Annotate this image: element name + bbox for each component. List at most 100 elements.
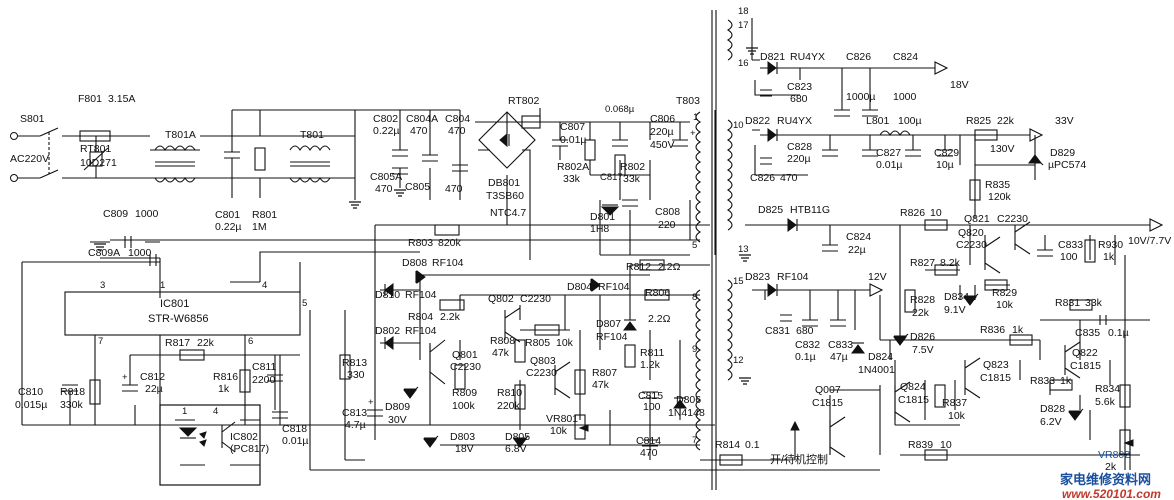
ic801-pin5: 5 — [302, 298, 307, 309]
label-r809-value: 100k — [452, 400, 476, 412]
label-d806-value: 1N4148 — [668, 407, 705, 419]
label-c809a-value: 1000 — [128, 247, 152, 259]
label-d824: D824 — [868, 351, 893, 363]
label-c833b: C833 — [828, 339, 853, 351]
label-c817: C817 — [600, 172, 623, 183]
symbols: + + — [10, 10, 1164, 490]
t803-pin1: 1 — [693, 112, 698, 123]
label-r839: R839 — [908, 439, 933, 451]
t803-pin8: 8 — [692, 292, 697, 303]
svg-text:+: + — [690, 128, 696, 139]
label-r835: R835 — [985, 179, 1010, 191]
label-q801: Q801 — [452, 349, 478, 361]
t803-pin7: 7 — [692, 435, 697, 446]
label-r802-value: 33k — [623, 173, 641, 185]
label-c831-value: 680 — [796, 325, 814, 337]
label-r829-value: 10k — [996, 299, 1014, 311]
label-r818: R818 — [60, 386, 85, 398]
label-c806-voltage: 450V — [650, 139, 675, 151]
ic801-pin7: 7 — [98, 336, 103, 347]
svg-text:+: + — [122, 372, 128, 383]
label-out-12v: 12V — [868, 271, 887, 283]
ic801-name: IC801 — [160, 298, 189, 310]
label-r930-value: 1k — [1103, 251, 1115, 263]
label-c805a-value: 470 — [375, 183, 393, 195]
label-r829: R829 — [992, 287, 1017, 299]
label-c801: C801 — [215, 209, 240, 221]
label-q007-value: C1815 — [812, 397, 843, 409]
label-r826-value: 10 — [930, 207, 942, 219]
label-pin12: 12 — [733, 355, 744, 366]
ic801-pin1: 1 — [160, 280, 165, 291]
label-f801-value: 3.15A — [108, 93, 135, 105]
label-r831-value: 33k — [1085, 297, 1103, 309]
label-130v: 130V — [990, 143, 1015, 155]
label-c835-value: 0.1µ — [1108, 327, 1129, 339]
label-q820: Q820 — [958, 227, 984, 239]
label-c812: C812 — [140, 371, 165, 383]
svg-text:+: + — [368, 397, 374, 408]
label-d823: D823 — [745, 271, 770, 283]
label-out-10v: 10V/7.7V — [1128, 235, 1171, 247]
label-ic802: IC802 — [230, 431, 258, 443]
label-q823: Q823 — [983, 359, 1009, 371]
label-c827-value: 0.01µ — [876, 159, 903, 171]
label-c823: C823 — [787, 81, 812, 93]
t803-pin5: 5 — [692, 240, 697, 251]
label-d822-value: RU4YX — [777, 115, 812, 127]
label-d803: D803 — [450, 431, 475, 443]
label-r834-value: 5.6k — [1095, 396, 1116, 408]
label-r814-value: 0.1 — [745, 439, 760, 451]
label-pin10: 10 — [733, 120, 744, 131]
opto-pin1: 1 — [182, 406, 187, 417]
ic801-pin3: 3 — [100, 280, 105, 291]
label-d802-value: RF104 — [405, 325, 437, 337]
label-d805: D805 — [505, 431, 530, 443]
bridge-db801 — [478, 111, 536, 169]
label-r804-value: 2.2k — [440, 311, 461, 323]
label-r837-value: 10k — [948, 410, 966, 422]
label-r828-value: 22k — [912, 307, 930, 319]
label-q822: Q822 — [1072, 347, 1098, 359]
label-c804-value: 470 — [448, 125, 466, 137]
watermark-site-name: 家电维修资料网 — [1060, 472, 1151, 487]
label-ac220v: AC220V — [10, 153, 49, 165]
label-ntc: NTC4.7 — [490, 207, 526, 219]
label-r836-value: 1k — [1012, 324, 1024, 336]
label-q820-value: C2230 — [956, 239, 987, 251]
label-r809: R809 — [452, 387, 477, 399]
label-q824-value: C1815 — [898, 394, 929, 406]
label-c832-value: 0.1µ — [795, 351, 816, 363]
label-c813: C813 — [342, 407, 367, 419]
label-r814: R814 — [715, 439, 740, 451]
label-d807-value: RF104 — [596, 331, 628, 343]
label-d821-value: RU4YX — [790, 51, 825, 63]
label-q802: Q802 — [488, 293, 514, 305]
label-r801: R801 — [252, 209, 277, 221]
label-c810: C810 — [18, 386, 43, 398]
label-c802: C802 — [373, 113, 398, 125]
label-q822-value: C1815 — [1070, 360, 1101, 372]
label-r805-value: 10k — [556, 337, 574, 349]
label-q007: Q007 — [815, 384, 841, 396]
label-c805-value: 470 — [445, 183, 463, 195]
label-r833-value: 1k — [1060, 375, 1072, 387]
label-rt801-value: 10D271 — [80, 157, 117, 169]
label-r810-value: 220k — [497, 400, 521, 412]
label-q821: Q821 — [964, 213, 990, 225]
label-pin13: 13 — [738, 244, 749, 255]
label-c815: C815 — [638, 390, 663, 402]
label-pin17: 17 — [738, 20, 749, 31]
label-d822: D822 — [745, 115, 770, 127]
label-d801-value: 1H8 — [590, 223, 609, 235]
label-c815-value: 100 — [643, 401, 661, 413]
label-d828-value: 6.2V — [1040, 416, 1062, 428]
label-d808-value: RF104 — [432, 257, 464, 269]
label-r804: R804 — [408, 311, 433, 323]
label-r811: R811 — [640, 347, 664, 359]
label-c833: C833 — [1058, 239, 1083, 251]
label-d825: D825 — [758, 204, 783, 216]
label-c818-value: 0.01µ — [282, 435, 309, 447]
label-rt802: RT802 — [508, 95, 539, 107]
